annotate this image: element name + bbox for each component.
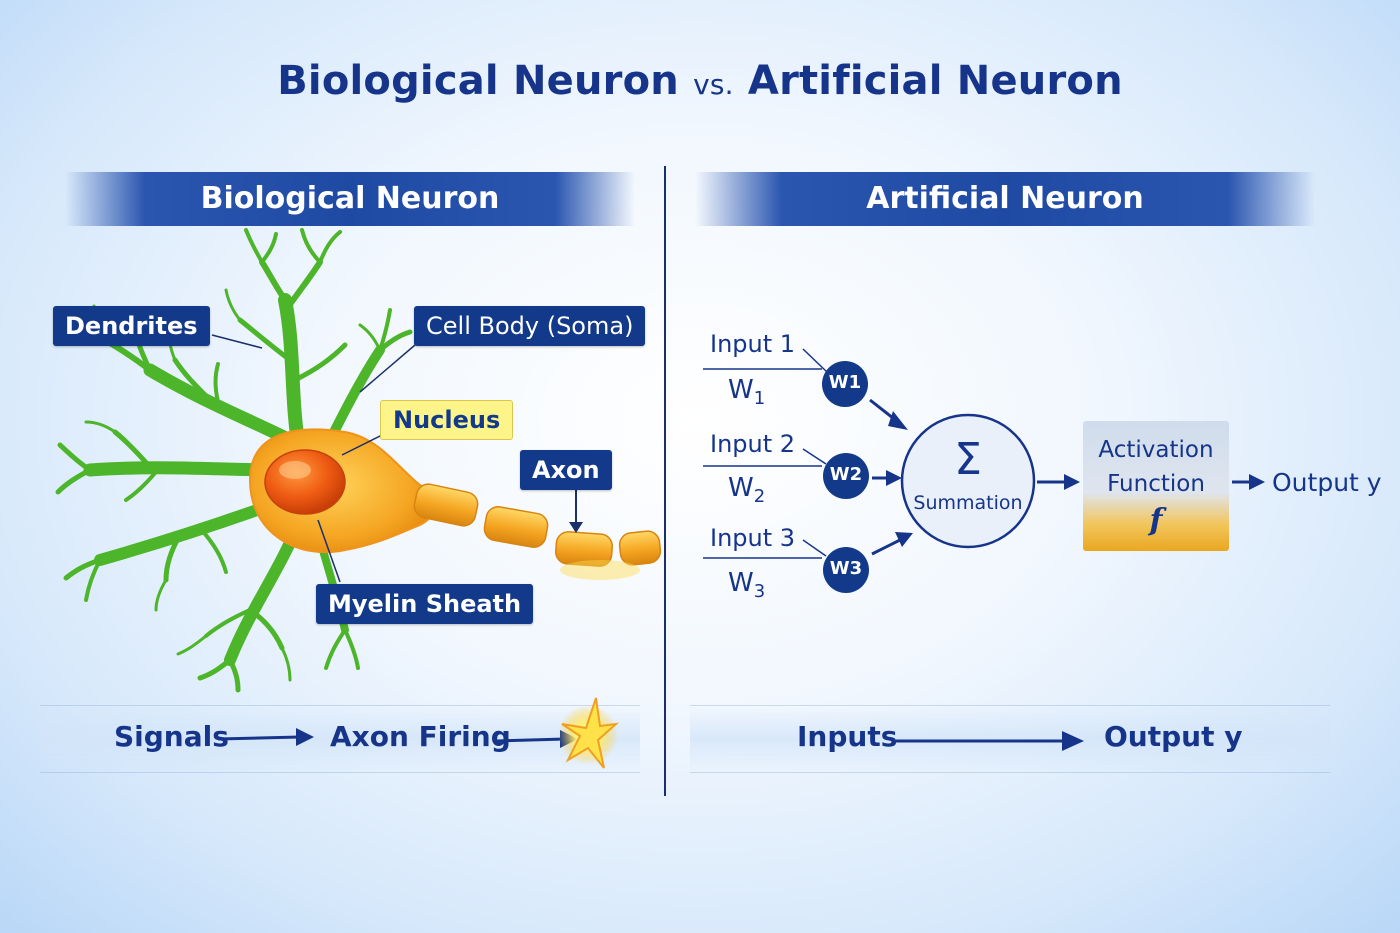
axon-label: Axon xyxy=(520,450,612,490)
nucleus-label: Nucleus xyxy=(380,400,514,440)
weight-node-2-text: W2 xyxy=(829,464,863,485)
nucleus-highlight xyxy=(279,461,311,479)
weight-nodes xyxy=(822,361,869,593)
main-title: Biological Neuron vs. Artificial Neuron xyxy=(0,58,1400,104)
art-flow-band xyxy=(690,705,1330,773)
signals-label: Signals xyxy=(114,720,229,753)
nucleus-shape xyxy=(264,449,346,515)
output-flow-label: Output y xyxy=(1104,720,1243,753)
output-label: Output y xyxy=(1272,468,1382,497)
input-3-label: Input 3 xyxy=(710,524,796,552)
weight-node-3-text: W3 xyxy=(829,558,863,579)
leader-lines xyxy=(211,334,416,583)
summation-node xyxy=(900,413,1036,549)
divider xyxy=(664,166,666,796)
art-flow-arrow xyxy=(896,731,1084,751)
input-2-label: Input 2 xyxy=(710,430,796,458)
inputs-flow-label: Inputs xyxy=(797,720,898,753)
weight-node-1-text: W1 xyxy=(828,372,862,393)
myelin-sheath-label: Myelin Sheath xyxy=(316,584,534,624)
sigma-symbol: Σ xyxy=(954,434,982,485)
dendrites-label: Dendrites xyxy=(53,306,210,346)
weight-3-label: W3 xyxy=(728,568,766,603)
axon-pointer-head xyxy=(569,522,583,533)
artificial-heading: Artificial Neuron xyxy=(695,172,1315,226)
spark-icon xyxy=(558,697,620,769)
activation-function-box: Activation Function f xyxy=(1083,421,1229,551)
input-lines xyxy=(703,348,829,559)
axon-firing-label: Axon Firing xyxy=(330,720,511,753)
title-left: Biological Neuron xyxy=(277,58,679,104)
title-vs: vs. xyxy=(693,68,734,101)
connection-arrows xyxy=(869,398,1265,556)
title-right: Artificial Neuron xyxy=(747,58,1123,104)
input-1-label: Input 1 xyxy=(710,330,796,358)
summation-label: Summation xyxy=(913,492,1023,514)
cell-body-label: Cell Body (Soma) xyxy=(414,306,646,346)
activation-symbol: f xyxy=(1149,503,1163,538)
weight-1-label: W1 xyxy=(728,375,766,410)
biological-heading: Biological Neuron xyxy=(65,172,635,226)
activation-line2: Function xyxy=(1107,471,1205,497)
axon-shape xyxy=(413,483,662,580)
activation-line1: Activation xyxy=(1098,437,1214,463)
weight-2-label: W2 xyxy=(728,473,766,508)
